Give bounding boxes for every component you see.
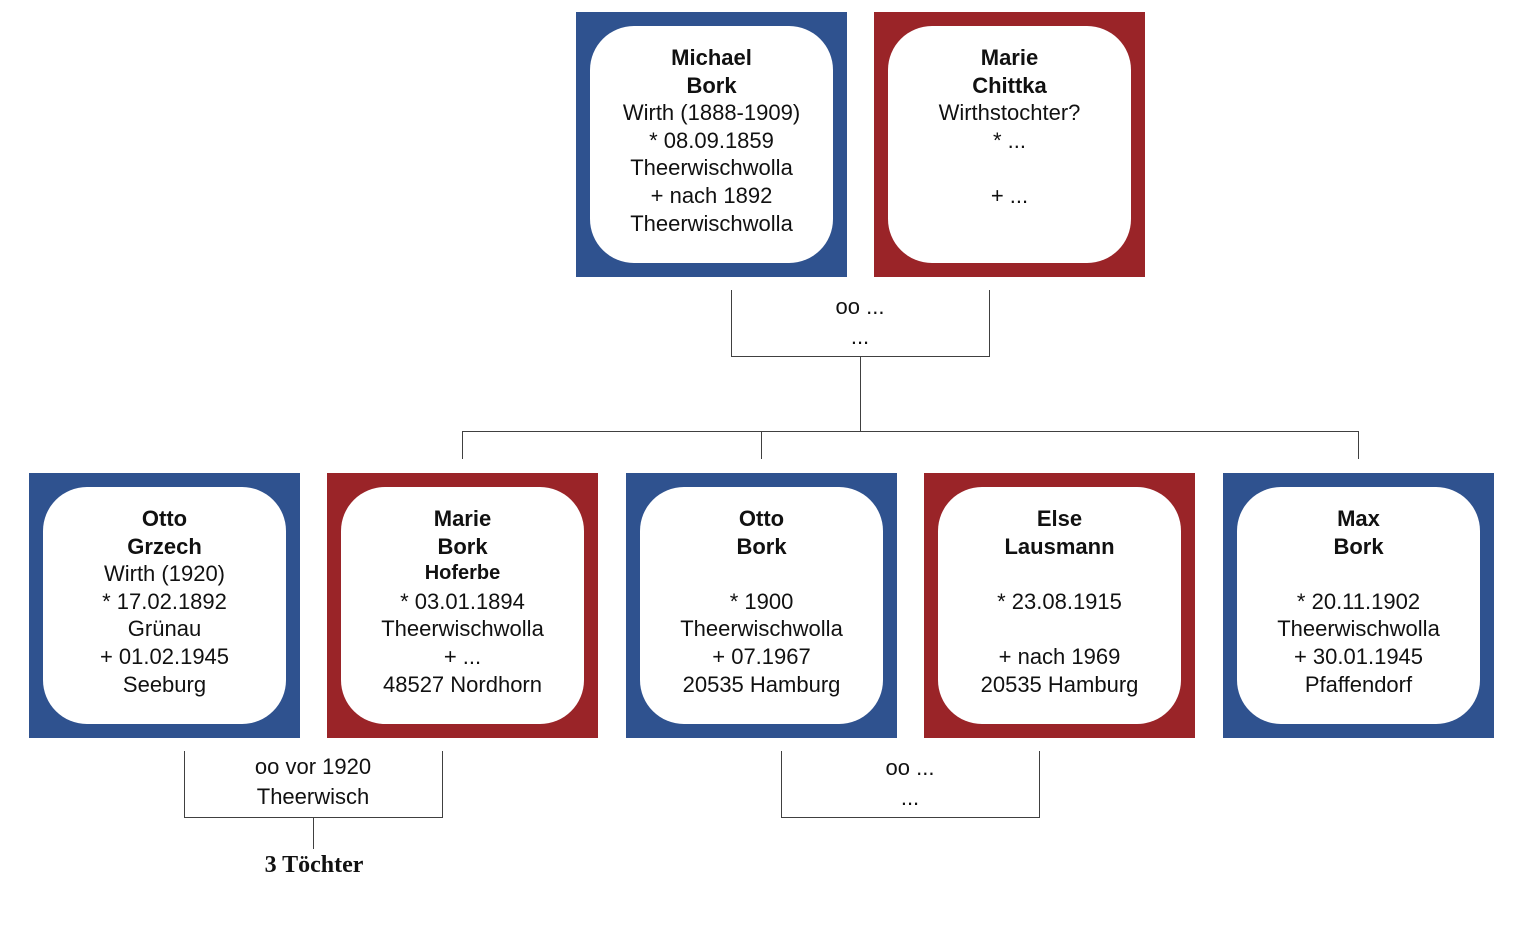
birth-place (938, 615, 1181, 643)
occupation: Hoferbe (424, 562, 501, 585)
connector-line (761, 431, 762, 459)
occupation (938, 560, 1181, 588)
person-card-marie-chittka: Marie Chittka Wirthstochter? * ... + ... (874, 12, 1145, 277)
person-card-body: Max Bork * 20.11.1902 Theerwischwolla + … (1237, 487, 1480, 724)
connector-line (731, 290, 732, 357)
person-card-marie-bork: Marie Bork Hoferbe * 03.01.1894 Theerwis… (327, 473, 598, 738)
birth-date: * 23.08.1915 (997, 588, 1122, 614)
last-name: Grzech (127, 533, 202, 559)
connector-line (1358, 431, 1359, 459)
first-name: Else (1036, 506, 1083, 531)
first-name: Max (1337, 506, 1380, 531)
person-card-body: Otto Bork * 1900 Theerwischwolla + 07.19… (640, 487, 883, 724)
death-date: + ... (990, 182, 1029, 208)
marriage-date: oo ... (885, 755, 935, 780)
death-date: + nach 1892 (650, 182, 773, 208)
birth-place: Theerwischwolla (680, 616, 843, 642)
connector-line (781, 817, 1040, 818)
birth-place: Theerwischwolla (1277, 616, 1440, 642)
last-name: Bork (437, 533, 488, 559)
last-name: Chittka (972, 72, 1047, 98)
occupation: Wirth (1888-1909) (622, 100, 801, 126)
birth-date: * 03.01.1894 (400, 588, 525, 614)
person-card-body: Marie Bork Hoferbe * 03.01.1894 Theerwis… (341, 487, 584, 724)
last-name: Bork (686, 72, 737, 98)
marriage-label-parents: oo ... ... (760, 292, 960, 352)
marriage-place: Theerwisch (256, 784, 370, 809)
birth-date: * 08.09.1859 (649, 127, 774, 153)
birth-place: Theerwischwolla (381, 616, 544, 642)
connector-line (313, 817, 314, 849)
birth-date: * 1900 (729, 588, 794, 614)
connector-line (860, 356, 861, 432)
death-place: Pfaffendorf (1304, 671, 1413, 697)
death-date: + 01.02.1945 (99, 643, 230, 669)
person-card-body: Marie Chittka Wirthstochter? * ... + ... (888, 26, 1131, 263)
last-name: Bork (1333, 533, 1384, 559)
marriage-place: ... (850, 324, 870, 349)
birth-place: Theerwischwolla (630, 155, 793, 181)
death-place: 48527 Nordhorn (382, 671, 542, 697)
death-place: Theerwischwolla (630, 210, 793, 236)
death-place (888, 210, 1131, 238)
person-card-body: Else Lausmann * 23.08.1915 + nach 1969 2… (938, 487, 1181, 724)
first-name: Marie (980, 45, 1039, 70)
last-name: Bork (736, 533, 787, 559)
person-card-otto-grzech: Otto Grzech Wirth (1920) * 17.02.1892 Gr… (29, 473, 300, 738)
marriage-label-grzech-bork: oo vor 1920 Theerwisch (213, 752, 413, 812)
marriage-date: oo vor 1920 (254, 754, 372, 779)
connector-line (462, 431, 1359, 432)
first-name: Marie (433, 506, 492, 531)
person-card-otto-bork: Otto Bork * 1900 Theerwischwolla + 07.19… (626, 473, 897, 738)
death-date: + 07.1967 (712, 643, 811, 669)
last-name: Lausmann (1004, 533, 1115, 559)
birth-place (888, 154, 1131, 182)
connector-line (442, 751, 443, 818)
connector-line (462, 431, 463, 459)
death-date: + nach 1969 (998, 643, 1121, 669)
death-place: 20535 Hamburg (682, 671, 841, 697)
occupation: Wirthstochter? (938, 100, 1081, 126)
occupation: Wirth (1920) (103, 561, 226, 587)
connector-line (184, 751, 185, 818)
death-date: + ... (443, 643, 482, 669)
marriage-label-bork-lausmann: oo ... ... (810, 753, 1010, 813)
person-card-body: Otto Grzech Wirth (1920) * 17.02.1892 Gr… (43, 487, 286, 724)
person-card-else-lausmann: Else Lausmann * 23.08.1915 + nach 1969 2… (924, 473, 1195, 738)
marriage-date: oo ... (835, 294, 885, 319)
death-date: + 30.01.1945 (1293, 643, 1424, 669)
birth-date: * 20.11.1902 (1296, 588, 1421, 614)
connector-line (989, 290, 990, 357)
person-card-max-bork: Max Bork * 20.11.1902 Theerwischwolla + … (1223, 473, 1494, 738)
children-note: 3 Töchter (264, 852, 364, 878)
person-card-michael-bork: Michael Bork Wirth (1888-1909) * 08.09.1… (576, 12, 847, 277)
birth-date: * ... (992, 127, 1026, 153)
birth-place: Grünau (127, 616, 202, 642)
death-place: 20535 Hamburg (980, 671, 1139, 697)
person-card-body: Michael Bork Wirth (1888-1909) * 08.09.1… (590, 26, 833, 263)
first-name: Otto (141, 506, 188, 531)
birth-date: * 17.02.1892 (102, 588, 227, 614)
occupation (640, 560, 883, 588)
connector-line (1039, 751, 1040, 818)
first-name: Otto (738, 506, 785, 531)
first-name: Michael (671, 45, 752, 70)
connector-line (781, 751, 782, 818)
marriage-place: ... (900, 785, 920, 810)
occupation (1237, 560, 1480, 588)
death-place: Seeburg (122, 671, 207, 697)
